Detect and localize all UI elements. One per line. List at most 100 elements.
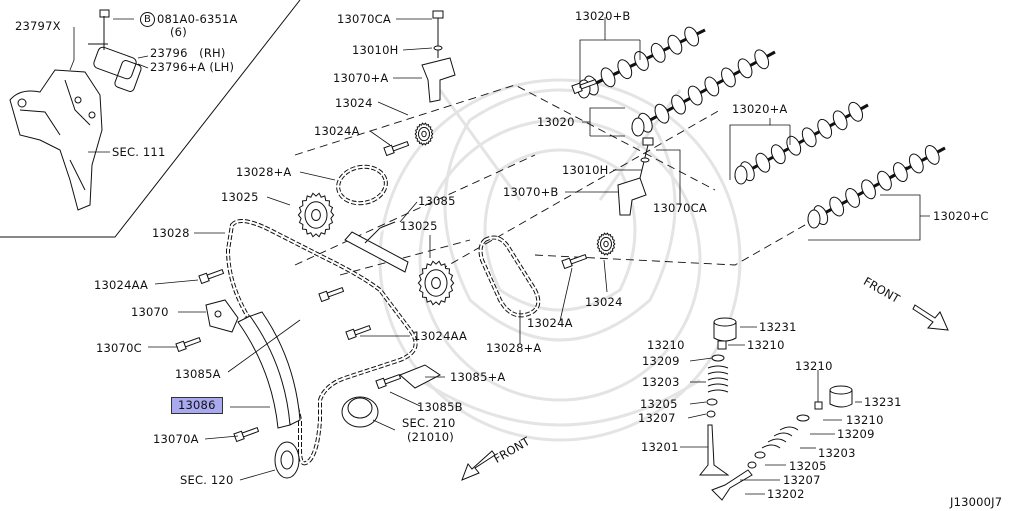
label-13207-a: 13207 xyxy=(638,411,676,425)
bolt-mid-guide xyxy=(318,286,345,303)
label-13070a-bottom: 13070A xyxy=(153,432,199,446)
cam-lobe xyxy=(650,42,666,63)
chain-guide-13085plusa xyxy=(399,364,441,389)
label-13201: 13201 xyxy=(641,440,679,454)
camshaft-13020c-body xyxy=(807,144,946,229)
label-13085b: 13085B xyxy=(417,400,463,414)
cam-lobe xyxy=(832,110,848,131)
sprocket-13024-top xyxy=(414,122,434,146)
cam-lobe xyxy=(848,101,864,122)
sprocket-13025-mid xyxy=(417,260,455,306)
label-13085a: 13085A xyxy=(175,367,221,381)
tensioner-13070 xyxy=(205,299,239,333)
cam-lobe xyxy=(634,51,649,71)
bolt-13070c xyxy=(175,336,202,353)
secondary-chain-upper xyxy=(336,164,388,206)
cam-lobe xyxy=(687,85,703,106)
cam-lobe xyxy=(737,58,753,79)
cam-lobe xyxy=(770,144,786,165)
cam-lobe xyxy=(671,94,686,115)
crank-sprocket xyxy=(274,441,300,479)
label-13209-b: 13209 xyxy=(837,427,875,441)
label-13020a: 13020+A xyxy=(732,102,788,116)
valve-train-right xyxy=(711,385,853,501)
cam-lobe xyxy=(817,118,833,139)
label-13086-highlighted[interactable]: 13086 xyxy=(171,397,223,414)
cam-lobe xyxy=(704,76,720,97)
camshaft-group xyxy=(577,26,946,229)
label-23796a-lh: 23796+A (LH) xyxy=(150,60,235,74)
label-081a0-6351a: 081A0-6351A xyxy=(157,12,238,26)
label-13024a-mid: 13024A xyxy=(527,316,573,330)
label-13070b: 13070+B xyxy=(503,185,559,199)
label-13085: 13085 xyxy=(418,194,456,208)
watermark-emblem xyxy=(378,78,742,442)
tensioner-13070b xyxy=(617,137,654,216)
label-23796-rh: 23796 (RH) xyxy=(150,46,226,60)
label-13202: 13202 xyxy=(767,487,805,501)
cam-lobe xyxy=(654,103,670,124)
label-13024aa-left: 13024AA xyxy=(94,278,149,292)
bolt-13024a-top xyxy=(383,140,410,157)
cam-lobe xyxy=(924,144,940,165)
label-sec111: SEC. 111 xyxy=(112,145,166,159)
cam-lobe xyxy=(755,152,771,173)
inset-solenoid xyxy=(88,9,142,92)
camshaft-13020b-body xyxy=(577,26,706,99)
label-13020c: 13020+C xyxy=(933,209,989,223)
leader-lines xyxy=(148,17,930,495)
label-13025-mid: 13025 xyxy=(400,219,438,233)
label-13210-d: 13210 xyxy=(846,413,884,427)
cam-journal xyxy=(807,209,821,229)
bolt-13024a-mid xyxy=(561,253,588,270)
label-13209-a: 13209 xyxy=(642,354,680,368)
bolt-13085b xyxy=(375,373,402,390)
dashed-outline xyxy=(294,84,911,276)
cam-lobe xyxy=(754,49,770,70)
label-13024aa-mid: 13024AA xyxy=(413,329,468,343)
label-13070c: 13070C xyxy=(96,341,142,355)
label-13028a-top: 13028+A xyxy=(236,165,292,179)
label-13010h-mid: 13010H xyxy=(562,163,609,177)
label-sec210: SEC. 210 xyxy=(402,416,456,430)
label-13070a-top: 13070+A xyxy=(333,71,389,85)
bolt-13024aa-left xyxy=(198,268,225,285)
label-13070ca-mid: 13070CA xyxy=(653,201,707,215)
idler-sprocket xyxy=(341,396,379,428)
cam-journal xyxy=(631,117,645,137)
sprocket-13024-mid xyxy=(596,232,616,256)
label-13028: 13028 xyxy=(152,226,190,240)
bolt-13024aa-mid xyxy=(345,324,372,341)
cam-lobe xyxy=(801,127,817,148)
label-13070ca-top: 13070CA xyxy=(337,12,391,26)
label-sec210-sub: (21010) xyxy=(407,430,454,444)
cam-lobe xyxy=(600,67,616,88)
tensioner-13070a-top xyxy=(421,10,456,103)
cam-lobe xyxy=(829,196,845,217)
label-13210-b: 13210 xyxy=(747,338,785,352)
label-13205-a: 13205 xyxy=(640,397,678,411)
front-arrow-right xyxy=(912,304,949,331)
label-13231-b: 13231 xyxy=(864,395,902,409)
label-13205-b: 13205 xyxy=(789,459,827,473)
label-13203-b: 13203 xyxy=(818,446,856,460)
front-arrow-bottom xyxy=(461,450,496,481)
chain-guide-13085 xyxy=(344,221,409,273)
valve-train-left xyxy=(698,317,737,476)
cam-lobe xyxy=(893,162,908,183)
label-13020: 13020 xyxy=(537,115,575,129)
camshaft-13020-body xyxy=(631,49,776,137)
diagram-id: J13000J7 xyxy=(950,495,1003,509)
cam-lobe xyxy=(908,153,924,174)
label-13024-mid: 13024 xyxy=(585,295,623,309)
camshaft-13020a-body xyxy=(734,101,869,185)
cam-lobe xyxy=(786,135,802,156)
inset-box xyxy=(0,0,301,238)
label-13210-c: 13210 xyxy=(795,359,833,373)
cam-lobe xyxy=(667,34,683,55)
label-13020b: 13020+B xyxy=(575,9,631,23)
label-13010h-top: 13010H xyxy=(352,43,399,57)
cam-lobe xyxy=(684,26,700,47)
sprocket-13025-left xyxy=(297,192,335,238)
